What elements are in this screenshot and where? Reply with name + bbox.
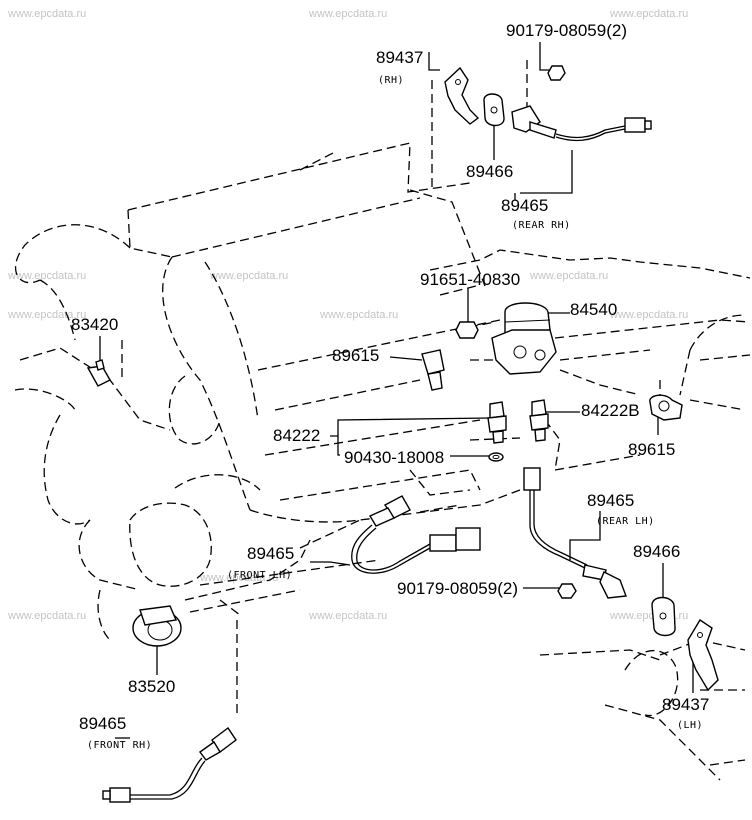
gasket-top xyxy=(483,93,505,127)
watermark: www.epcdata.ru xyxy=(309,610,388,622)
watermark: www.epcdata.ru xyxy=(8,8,87,20)
part-number-90179-lower: 90179-08059(2) xyxy=(397,579,518,598)
watermark: www.epcdata.ru xyxy=(210,270,289,282)
gasket-lower xyxy=(651,596,676,637)
washer-90430 xyxy=(488,452,504,462)
watermark: www.epcdata.ru xyxy=(8,610,87,622)
oxygen-sensor-rear-rh xyxy=(511,105,652,142)
part-note-front-lh: (FRONT LH) xyxy=(227,570,293,581)
part-note-front-rh: (FRONT RH) xyxy=(87,740,153,751)
part-number-89465-rear-rh: 89465 xyxy=(501,196,549,215)
sender-83520 xyxy=(132,605,182,647)
part-note-rh: (RH) xyxy=(378,75,405,86)
oxygen-sensor-front-lh xyxy=(351,495,481,574)
part-note-lh: (LH) xyxy=(677,720,704,731)
watermark: www.epcdata.ru xyxy=(8,309,87,321)
part-number-89465-front-rh: 89465 xyxy=(79,714,127,733)
part-number-83420: 83420 xyxy=(71,315,119,334)
nut-91651 xyxy=(455,321,479,339)
part-number-84540: 84540 xyxy=(570,300,618,319)
watermark: www.epcdata.ru xyxy=(610,8,689,20)
leader-lines xyxy=(99,42,694,739)
watermark: www.epcdata.ru xyxy=(530,270,609,282)
part-number-89615-right: 89615 xyxy=(628,440,676,459)
engine-outline xyxy=(14,142,751,781)
part-number-83520: 83520 xyxy=(128,677,176,696)
bracket-lh xyxy=(687,619,719,692)
oxygen-sensor-rear-lh xyxy=(523,467,627,599)
switch-84540 xyxy=(491,302,557,375)
oxygen-sensor-front-rh xyxy=(102,726,237,803)
part-number-89465-rear-lh: 89465 xyxy=(587,491,635,510)
nut-lower xyxy=(557,583,577,599)
nut-top xyxy=(547,65,566,81)
switch-84222 xyxy=(487,401,507,444)
part-number-84222b: 84222B xyxy=(581,401,640,420)
watermark: www.epcdata.ru xyxy=(200,572,279,584)
part-number-84222: 84222 xyxy=(273,426,321,445)
part-number-90179-top: 90179-08059(2) xyxy=(506,21,627,40)
bracket-rh xyxy=(444,66,480,125)
watermark: www.epcdata.ru xyxy=(320,309,399,321)
part-number-90430: 90430-18008 xyxy=(344,448,445,467)
sensor-89615-left xyxy=(421,349,445,391)
part-number-89466-top: 89466 xyxy=(466,162,514,181)
switch-84222b xyxy=(529,399,549,442)
watermark: www.epcdata.ru xyxy=(309,8,388,20)
part-number-89437-lh: 89437 xyxy=(662,695,710,714)
part-number-89437-rh: 89437 xyxy=(376,48,424,67)
part-note-rear-lh: (REAR LH) xyxy=(596,516,655,527)
sensor-89615-right xyxy=(649,394,683,421)
part-number-89615-left: 89615 xyxy=(332,346,380,365)
sender-83420 xyxy=(86,359,111,387)
part-number-89465-front-lh: 89465 xyxy=(247,544,295,563)
watermark: www.epcdata.ru xyxy=(8,270,87,282)
watermark: www.epcdata.ru xyxy=(610,309,689,321)
part-number-91651: 91651-40830 xyxy=(420,270,521,289)
part-note-rear-rh: (REAR RH) xyxy=(512,220,571,231)
part-number-89466-lower: 89466 xyxy=(633,542,681,561)
